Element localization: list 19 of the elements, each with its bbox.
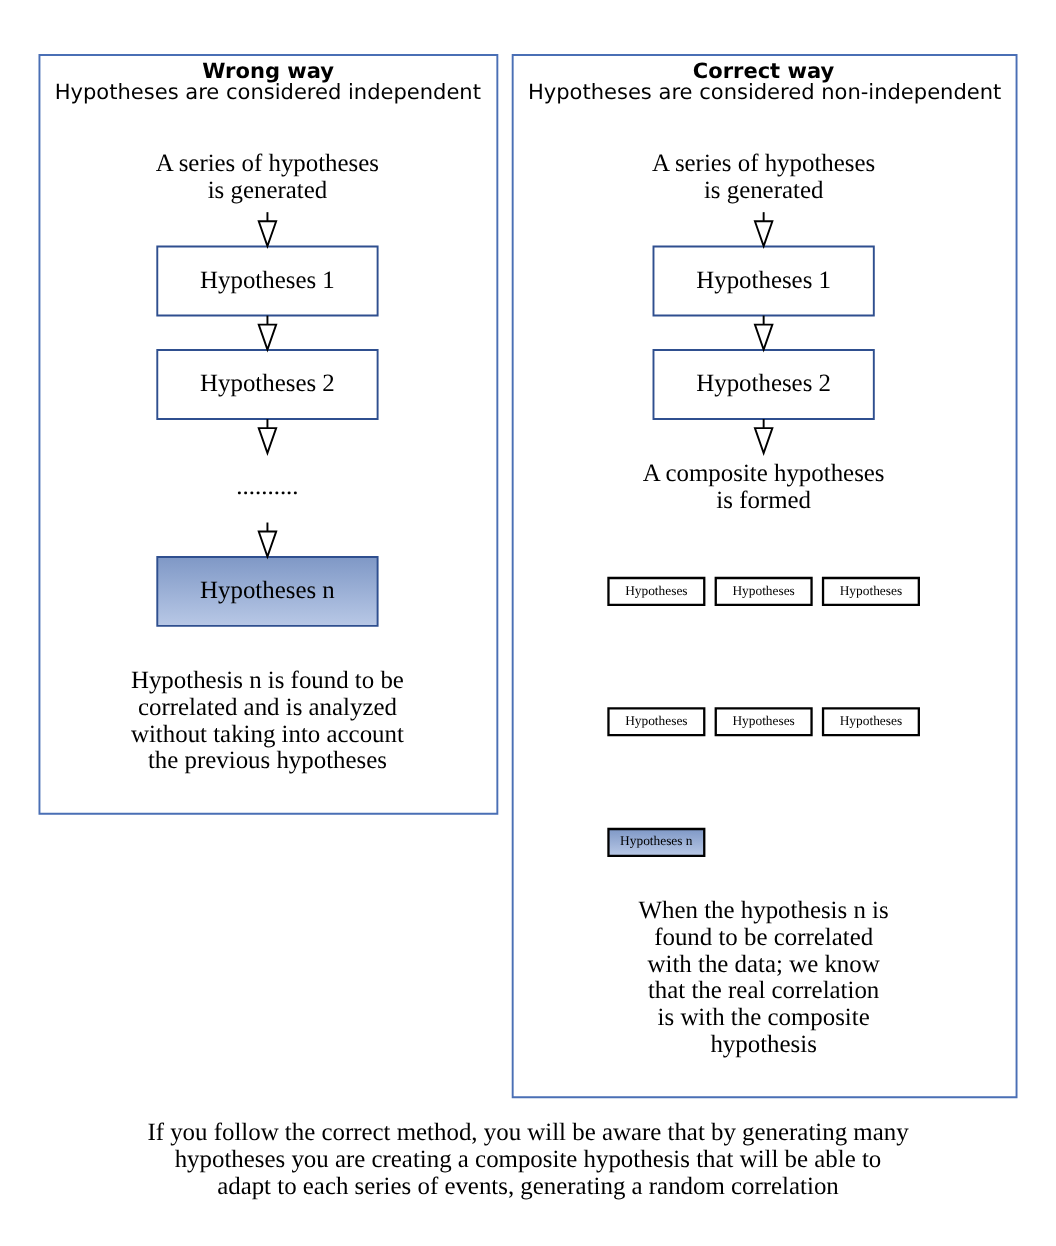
arrow [257, 313, 278, 352]
node-text: Hypothesis n is found to be correlated and is analyzed without taking into account the previous hypotheses [130, 664, 404, 774]
caption: If you follow the correct method, you will be aware that by generating many hypotheses you are creating a composite hypothesis that will be able to adapt to each series of events, generating a random correlation [147, 1117, 909, 1199]
node-box: Hypotheses n [156, 555, 379, 626]
node-box: Hypotheses 1 [156, 244, 379, 316]
node-box: Hypotheses 2 [652, 348, 875, 419]
node-box: Hypotheses 2 [156, 348, 379, 419]
node-text: .......... [236, 471, 299, 500]
node-text: A series of hypotheses is generated [155, 147, 380, 203]
arrow [753, 210, 774, 249]
arrow [753, 417, 774, 455]
node-box: Hypotheses 1 [652, 244, 875, 316]
node-text: A composite hypotheses is formed [642, 458, 885, 513]
arrow [257, 520, 278, 559]
node-text: When the hypothesis n is found to be correlated with the data; we know that the real correlation is with the composite hypothesis [638, 894, 889, 1057]
arrow [753, 313, 774, 352]
arrow [257, 210, 278, 249]
arrow [257, 417, 278, 455]
node-text: A series of hypotheses is generated [652, 147, 876, 203]
